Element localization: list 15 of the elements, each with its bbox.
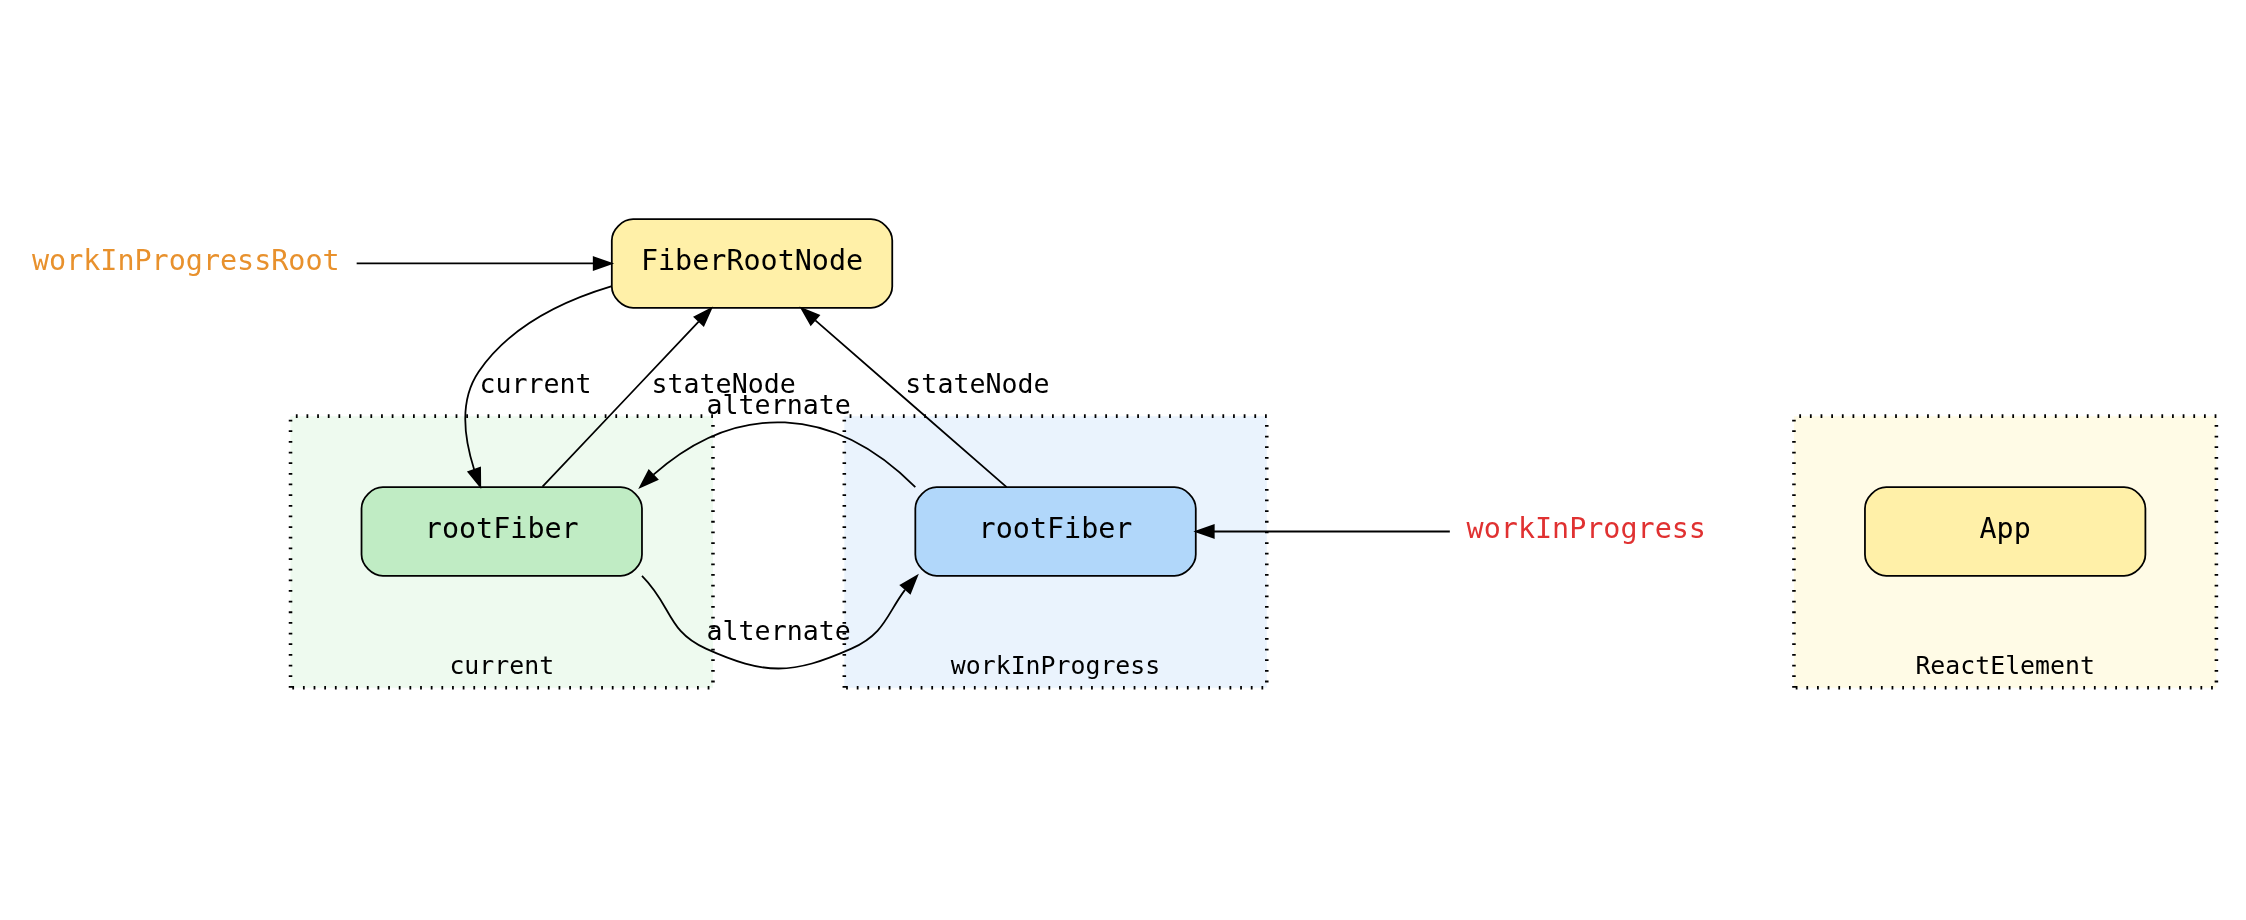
arrow (355, 255, 615, 271)
edge-label: stateNode (905, 367, 1050, 399)
node-box: rootFiber (360, 485, 643, 577)
node-box: FiberRootNode (610, 217, 894, 309)
arrow (1193, 523, 1451, 539)
arrow (641, 573, 919, 669)
edge-label: current (479, 367, 592, 399)
arrow (464, 285, 612, 489)
node-box: rootFiber (914, 485, 1197, 577)
node-text: workInProgressRoot (31, 243, 340, 277)
arrow (638, 421, 917, 489)
arrow (541, 305, 714, 488)
node-text: workInProgress (1466, 511, 1706, 545)
arrow (799, 306, 1008, 488)
node-box: App (1864, 485, 2147, 577)
